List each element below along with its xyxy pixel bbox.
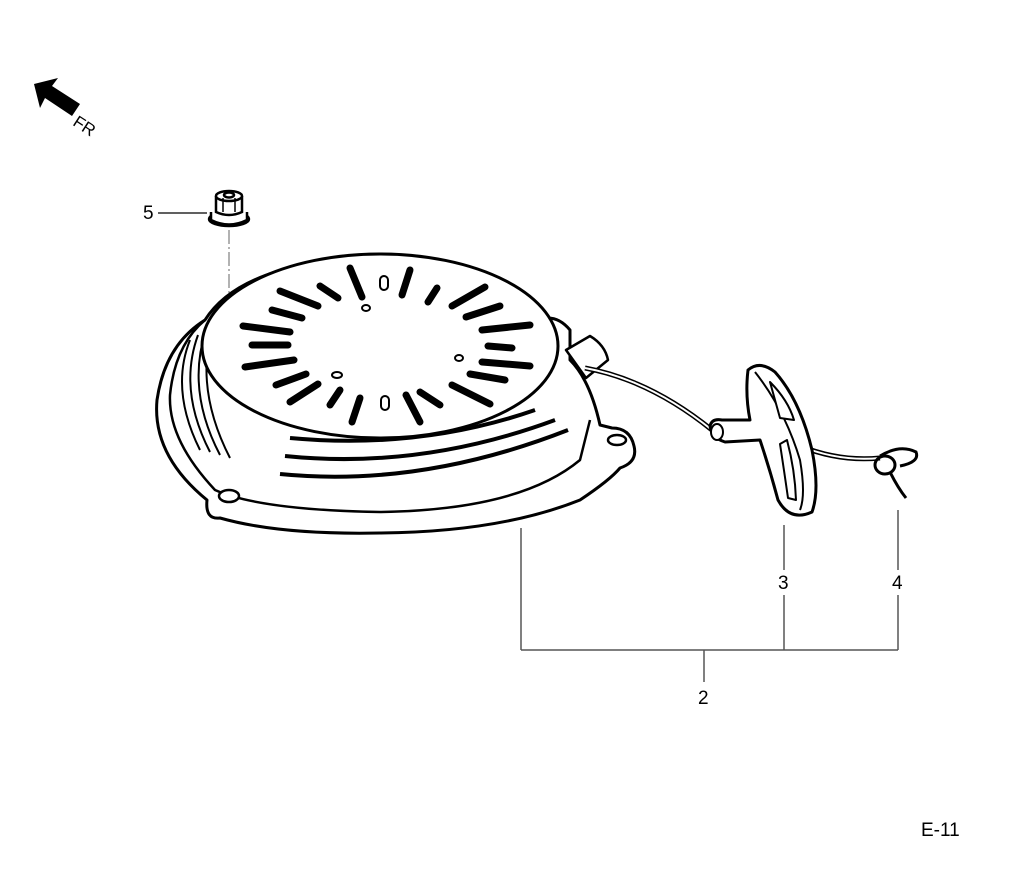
rope-knot-part xyxy=(873,447,919,499)
flange-nut-part xyxy=(207,189,251,228)
leader-lines xyxy=(520,510,899,682)
starter-rope xyxy=(584,365,714,432)
vent-slots xyxy=(239,264,534,426)
callout-3: 3 xyxy=(777,573,790,594)
arrow-up-left-icon xyxy=(34,78,80,116)
page-id: E-11 xyxy=(921,820,960,841)
callout-2: 2 xyxy=(697,688,710,709)
callout-5: 5 xyxy=(142,203,155,224)
starter-grip-part xyxy=(708,364,818,517)
recoil-starter-part xyxy=(155,252,637,535)
callout-4: 4 xyxy=(891,573,904,594)
